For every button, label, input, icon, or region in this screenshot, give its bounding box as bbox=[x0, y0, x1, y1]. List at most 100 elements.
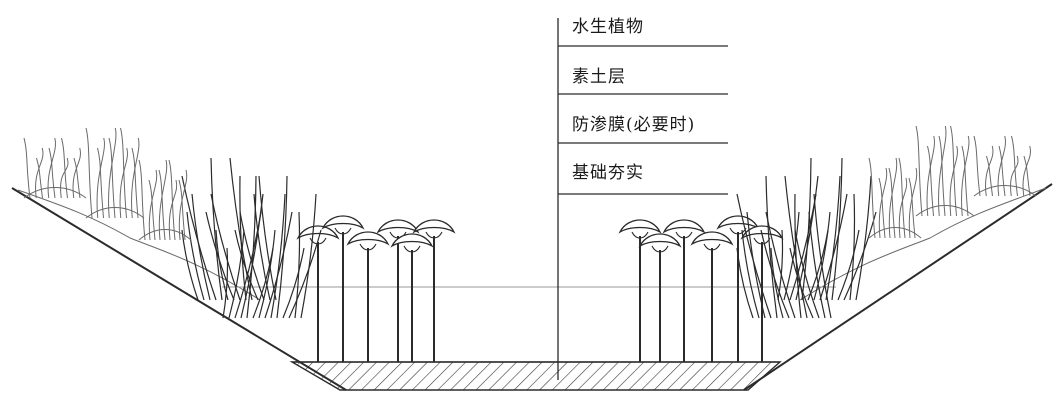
lotus-plant-icon bbox=[662, 219, 706, 362]
shrub-stalk bbox=[97, 147, 104, 219]
shrub-stalk bbox=[1010, 155, 1019, 197]
lotus-plant-icon bbox=[346, 231, 390, 362]
lotus-leaf bbox=[690, 231, 734, 246]
shrub-foliage bbox=[23, 187, 87, 199]
reed-blade bbox=[294, 211, 301, 319]
lotus-leaf bbox=[638, 233, 682, 248]
reed-plant-icon bbox=[222, 175, 322, 319]
reed-blade bbox=[234, 229, 259, 301]
reed-blade bbox=[765, 175, 778, 319]
lotus-plant-icon bbox=[740, 225, 784, 362]
reed-blade bbox=[770, 247, 784, 319]
reed-blade bbox=[186, 211, 205, 301]
shrub-icon bbox=[973, 135, 1037, 197]
shrub-stalk bbox=[168, 159, 176, 241]
shrub-stalk bbox=[950, 125, 957, 217]
shrub-stalk bbox=[961, 135, 970, 217]
reed-blade bbox=[801, 157, 812, 301]
left-slope-line bbox=[11, 187, 347, 391]
reed-blade bbox=[191, 193, 211, 301]
reed-blade bbox=[181, 175, 217, 301]
reed-blade bbox=[276, 175, 288, 319]
embankment-group bbox=[11, 183, 1053, 391]
shrub-stalk bbox=[120, 127, 127, 219]
lotus-plant-icon bbox=[376, 219, 420, 362]
shrub-stalk bbox=[898, 157, 906, 239]
reed-blade bbox=[210, 157, 223, 301]
layer-label-aquatic-plants: 水生植物 bbox=[572, 17, 644, 37]
left-ground-surface bbox=[17, 189, 261, 301]
soil-layer-group bbox=[289, 361, 782, 391]
shrub-stalk bbox=[138, 159, 146, 241]
reed-blade bbox=[741, 229, 760, 319]
layer-label-plain-soil: 素土层 bbox=[572, 67, 626, 87]
shrub-stalk bbox=[178, 179, 186, 241]
reed-blade bbox=[765, 211, 796, 319]
shrub-icon bbox=[23, 137, 87, 199]
lotus-leaf-edge bbox=[403, 245, 421, 253]
lotus-leaf bbox=[716, 215, 760, 230]
shrub-stalk bbox=[986, 155, 993, 197]
shrub-stalk bbox=[48, 147, 56, 199]
layer-label-compacted-base: 基础夯实 bbox=[572, 163, 644, 183]
reed-blade bbox=[855, 175, 872, 301]
shrub-stalk bbox=[108, 127, 117, 219]
reed-blade bbox=[784, 175, 808, 319]
reed-blade bbox=[849, 193, 856, 301]
lotus-leaf bbox=[321, 215, 365, 230]
lotus-leaf bbox=[376, 219, 420, 234]
shrub-stalk bbox=[908, 167, 918, 239]
shrub-foliage bbox=[85, 207, 145, 219]
reed-blade bbox=[239, 211, 265, 301]
shrub-icon bbox=[138, 159, 192, 241]
reed-blade bbox=[246, 175, 257, 319]
reed-blade bbox=[181, 229, 199, 301]
reed-blade bbox=[205, 211, 235, 301]
shrub-stalk bbox=[938, 125, 947, 217]
hatched-soil-layer bbox=[289, 361, 782, 391]
reed-plant-icon bbox=[736, 175, 832, 319]
shrub-stalk bbox=[61, 137, 68, 199]
shrub-icon bbox=[85, 127, 145, 219]
lotus-plant-icon bbox=[390, 233, 434, 362]
lotus-leaf-edge bbox=[309, 237, 327, 245]
lotus-leaf bbox=[662, 219, 706, 234]
reed-blade bbox=[760, 229, 790, 319]
reed-blade bbox=[813, 193, 832, 319]
reed-blade bbox=[794, 229, 820, 319]
shrub-stalk bbox=[1011, 135, 1018, 197]
shrub-stalk bbox=[915, 125, 923, 217]
lotus-plant-icon bbox=[412, 219, 456, 362]
shrub-foliage bbox=[915, 205, 975, 217]
lotus-plant-icon bbox=[690, 231, 734, 362]
shrub-stalk bbox=[926, 135, 935, 217]
shrub-stalk bbox=[908, 177, 916, 239]
shrub-stalk bbox=[158, 159, 168, 241]
reed-blade bbox=[264, 211, 293, 319]
reed-blade bbox=[228, 229, 245, 319]
shrub-stalk bbox=[998, 145, 1006, 197]
shrub-icon bbox=[915, 125, 975, 217]
lotus-leaf bbox=[346, 231, 390, 246]
reed-blade bbox=[258, 229, 276, 319]
lotus-plant-icon bbox=[618, 219, 662, 362]
shrub-stalk bbox=[96, 137, 105, 219]
lotus-leaf bbox=[618, 219, 662, 234]
shrub-foliage bbox=[868, 227, 922, 239]
reed-blade bbox=[736, 193, 772, 319]
reed-blade bbox=[252, 247, 274, 319]
lotus-plant-icon bbox=[296, 225, 340, 362]
lotus-leaf-edge bbox=[334, 227, 352, 235]
shrub-stalk bbox=[131, 147, 139, 219]
reed-plant-icon bbox=[777, 157, 877, 301]
shrub-stalk bbox=[60, 157, 69, 199]
lotus-leaf-edge bbox=[631, 231, 649, 239]
reed-blade bbox=[831, 157, 843, 301]
shrub-stalk bbox=[73, 157, 81, 199]
lotus-leaf-edge bbox=[675, 231, 693, 239]
shrub-foliage bbox=[973, 185, 1037, 197]
shrub-stalk bbox=[36, 157, 43, 199]
shrub-stalk bbox=[131, 137, 140, 219]
